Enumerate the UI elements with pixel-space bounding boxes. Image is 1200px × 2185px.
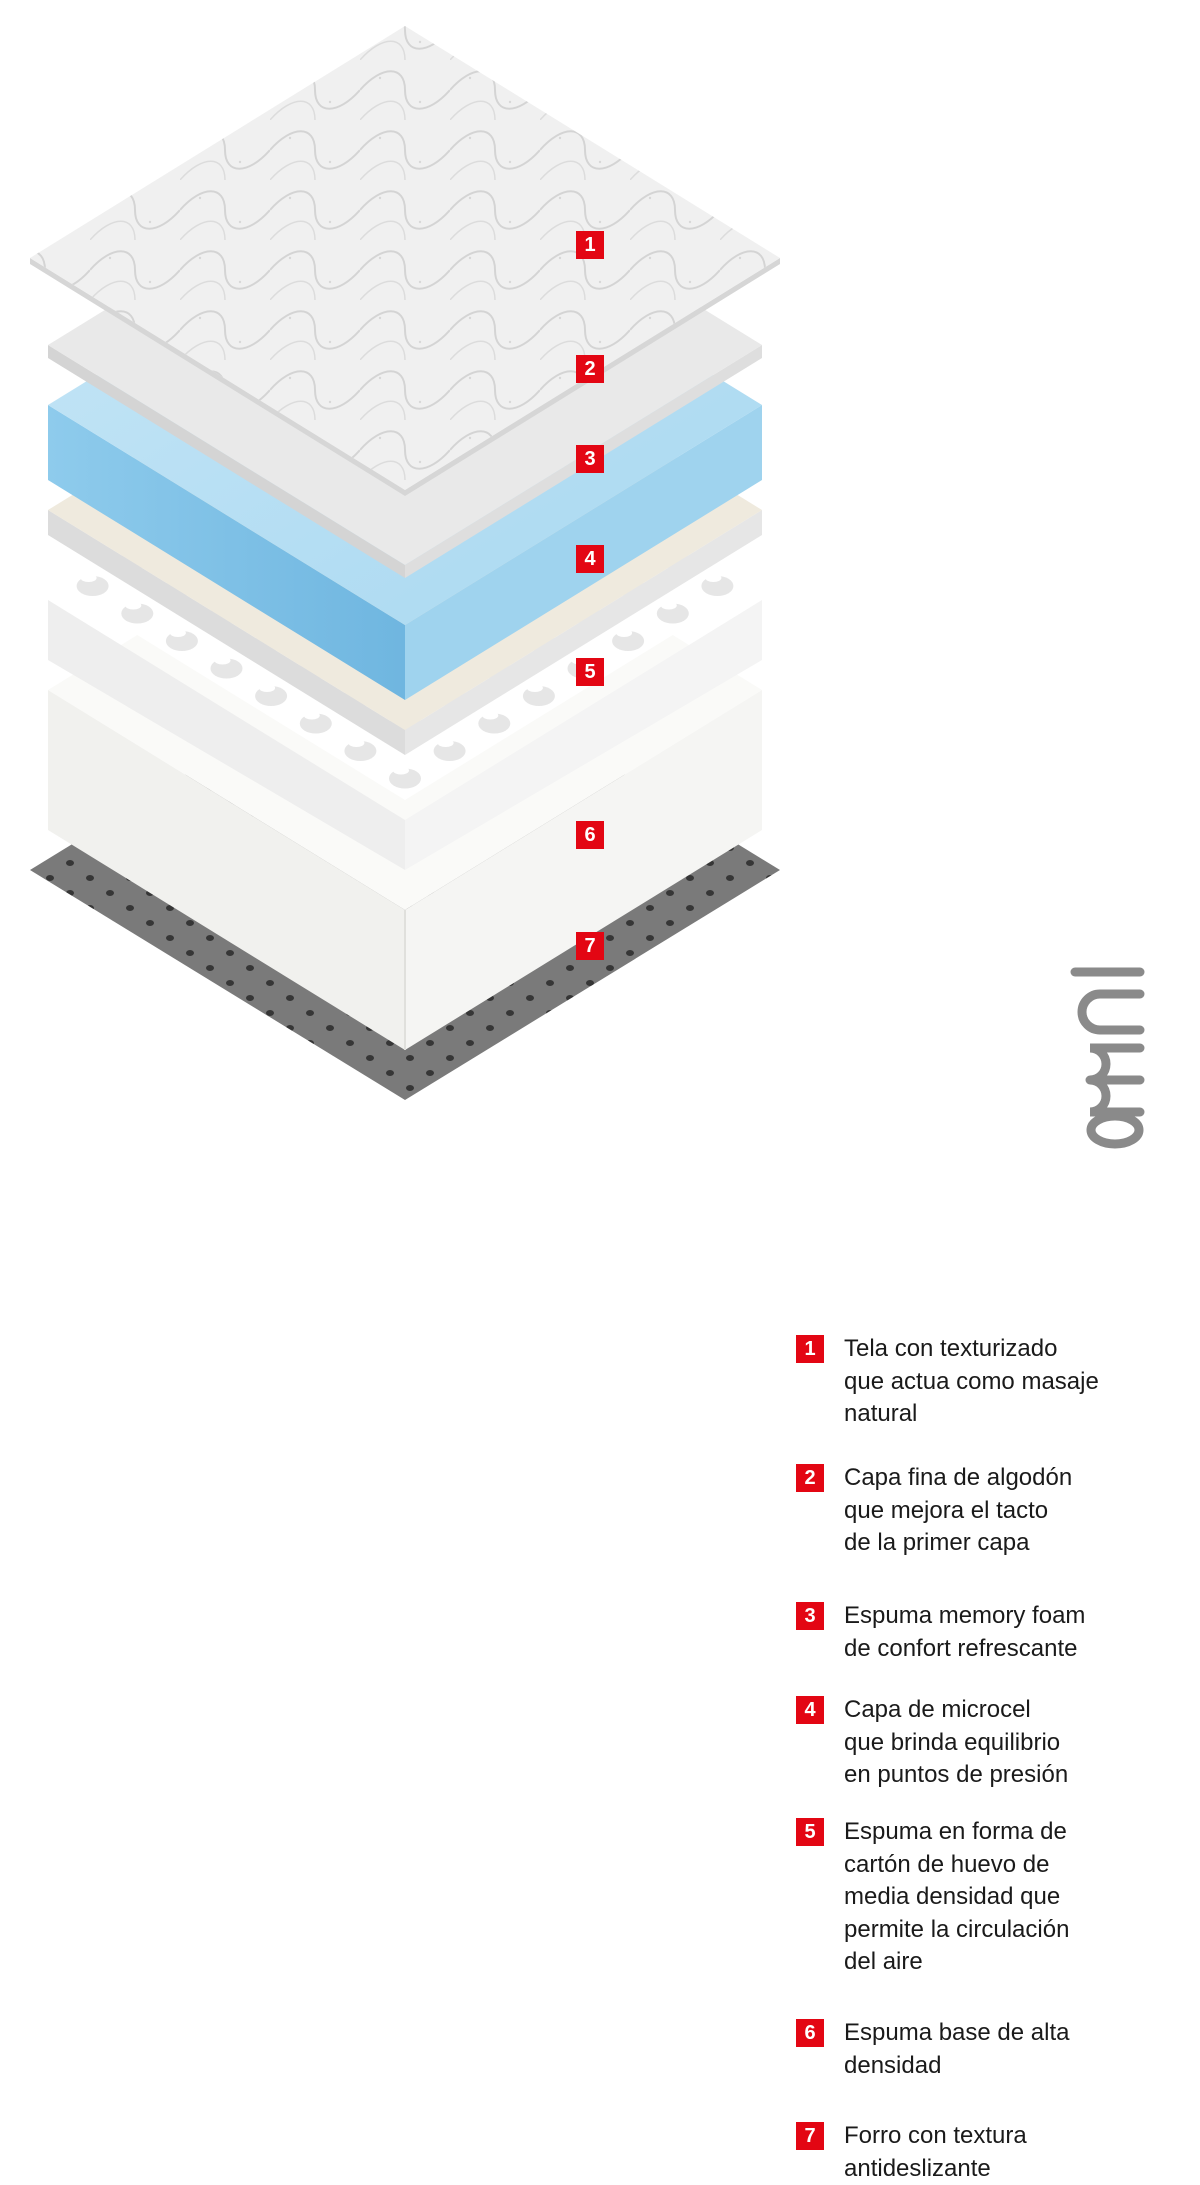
egg-crate-highlight bbox=[482, 711, 499, 720]
egg-crate-highlight bbox=[214, 656, 231, 665]
layer-tag-1: 1 bbox=[576, 231, 604, 259]
layer-5-left-face bbox=[48, 600, 405, 870]
legend-text-1: Tela con texturizado que actua como masa… bbox=[844, 1335, 1099, 1427]
legend-badge-3: 3 bbox=[796, 1602, 824, 1630]
egg-crate-highlight bbox=[393, 766, 409, 775]
legend-badge-2: 2 bbox=[796, 1464, 824, 1492]
legend-badge-7: 7 bbox=[796, 2122, 824, 2150]
legend-badge-6: 6 bbox=[796, 2019, 824, 2047]
legend-text-2: Capa fina de algodón que mejora el tacto… bbox=[844, 1464, 1073, 1556]
legend-text-7: Forro con textura antideslizante bbox=[844, 2122, 1027, 2182]
legend-text-6: Espuma base de alta densidad bbox=[844, 2019, 1070, 2079]
legend-text-5: Espuma en forma de cartón de huevo de me… bbox=[844, 1818, 1070, 1975]
layer-tag-6: 6 bbox=[576, 821, 604, 849]
egg-crate-highlight bbox=[80, 574, 97, 582]
legend-badge-5: 5 bbox=[796, 1818, 824, 1846]
legend-badge-4: 4 bbox=[796, 1696, 824, 1724]
layer-tag-4: 4 bbox=[576, 545, 604, 573]
egg-crate-highlight bbox=[526, 684, 543, 692]
layer-4-right-face bbox=[405, 510, 762, 755]
egg-crate-highlight bbox=[705, 574, 722, 582]
layer-tag-2: 2 bbox=[576, 355, 604, 383]
layer-tag-7: 7 bbox=[576, 932, 604, 960]
egg-crate-highlight bbox=[348, 739, 365, 747]
legend-text-4: Capa de microcel que brinda equilibrio e… bbox=[844, 1696, 1069, 1788]
egg-crate-highlight bbox=[616, 629, 633, 637]
egg-crate-highlight bbox=[660, 601, 677, 610]
egg-crate-highlight bbox=[259, 684, 276, 692]
layer-3-left-face bbox=[48, 405, 405, 700]
layer-2-left-face bbox=[48, 345, 405, 578]
legend-badge-1: 1 bbox=[796, 1335, 824, 1363]
egg-crate-highlight bbox=[125, 601, 142, 610]
layer-6-right-face bbox=[405, 690, 762, 1050]
layer-4-left-face bbox=[48, 510, 405, 755]
layer-tag-5: 5 bbox=[576, 658, 604, 686]
legend-text-3: Espuma memory foam de confort refrescant… bbox=[844, 1602, 1086, 1662]
layer-tag-3: 3 bbox=[576, 445, 604, 473]
egg-crate-highlight bbox=[169, 629, 186, 637]
mattress-diagram: 1 2 3 4 5 6 7 1 Tela con texturizado que… bbox=[30, 26, 1145, 2182]
lumo-logo bbox=[1070, 967, 1145, 1149]
mattress-layers-illustration bbox=[30, 26, 780, 1100]
egg-crate-highlight bbox=[303, 711, 320, 720]
layer-6-left-face bbox=[48, 690, 405, 1050]
layer-5-right-face bbox=[405, 600, 762, 870]
egg-crate-highlight bbox=[437, 739, 454, 747]
